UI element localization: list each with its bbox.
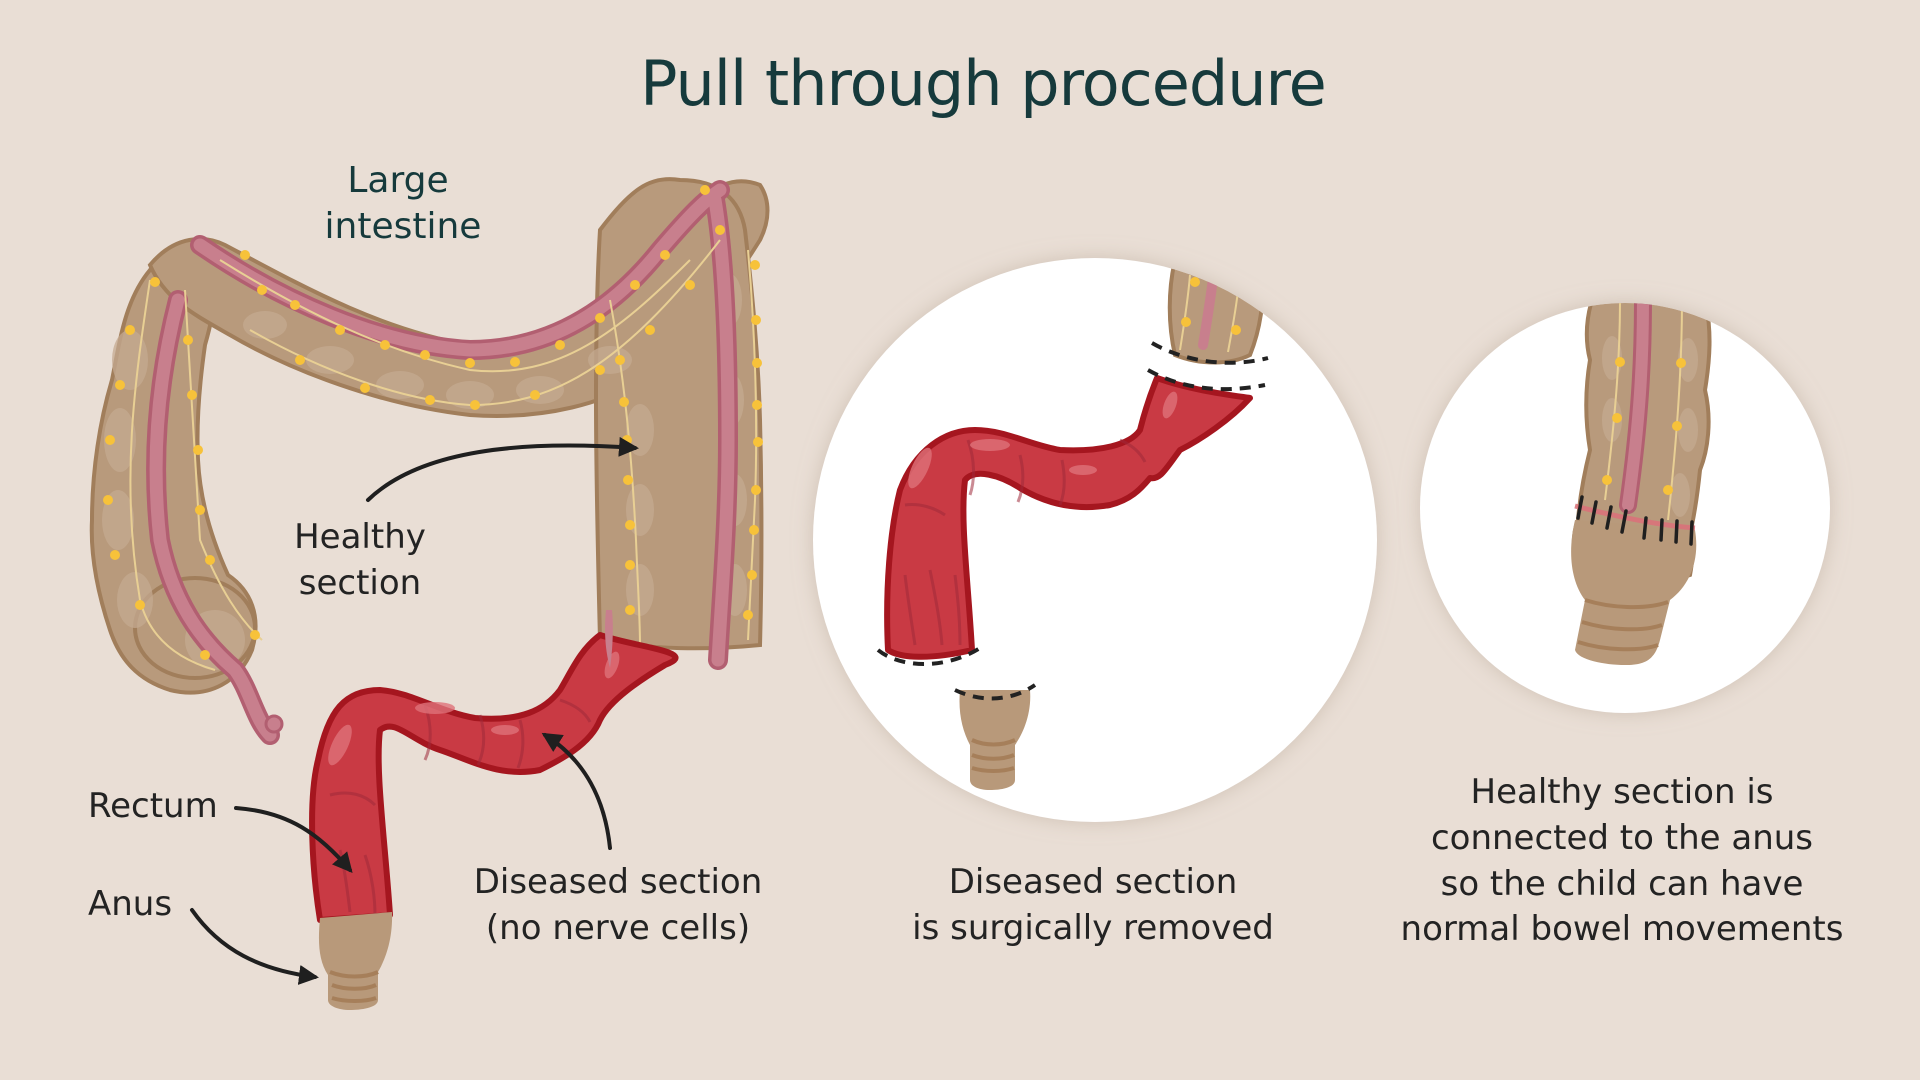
caption-reconnection-line2: connected to the anus — [1431, 818, 1813, 858]
panel-removal: Diseased section is surgically removed — [813, 258, 1377, 948]
panel-reconnection: Healthy section is connected to the anus… — [1401, 303, 1844, 949]
anus-cut-line — [954, 683, 1037, 701]
diseased-arrow — [541, 732, 612, 850]
label-rectum: Rectum — [88, 786, 218, 826]
caption-removal-line2: is surgically removed — [912, 908, 1274, 948]
suture-scar — [1574, 503, 1696, 531]
label-healthy-line2: section — [299, 563, 421, 603]
label-healthy-line1: Healthy — [294, 517, 426, 557]
label-large-intestine-line1: Large — [347, 160, 448, 201]
middle-cut-line — [1147, 368, 1266, 392]
caption-removal-line1: Diseased section — [949, 862, 1238, 902]
label-diseased-line2: (no nerve cells) — [486, 908, 750, 948]
rectum-arrow — [234, 806, 353, 874]
stitches — [1576, 495, 1694, 546]
caption-reconnection-line3: so the child can have — [1441, 864, 1804, 904]
label-large-intestine-line2: intestine — [325, 206, 482, 247]
diseased-section — [309, 610, 679, 923]
label-diseased-line1: Diseased section — [474, 862, 763, 902]
anus-arrow — [190, 908, 319, 985]
upper-cut-line — [1151, 341, 1269, 365]
large-intestine-illustration: Large intestine Healthy section Rectum A… — [88, 160, 770, 1010]
caption-reconnection-line4: normal bowel movements — [1401, 909, 1844, 949]
caption-reconnection-line1: Healthy section is — [1471, 772, 1774, 812]
lower-cut-line — [876, 646, 982, 666]
healthy-arrow — [366, 436, 639, 502]
page-title: Pull through procedure — [640, 47, 1326, 120]
label-anus: Anus — [88, 884, 172, 924]
anus-illustration — [318, 912, 393, 1010]
healthy-colon — [89, 177, 770, 745]
